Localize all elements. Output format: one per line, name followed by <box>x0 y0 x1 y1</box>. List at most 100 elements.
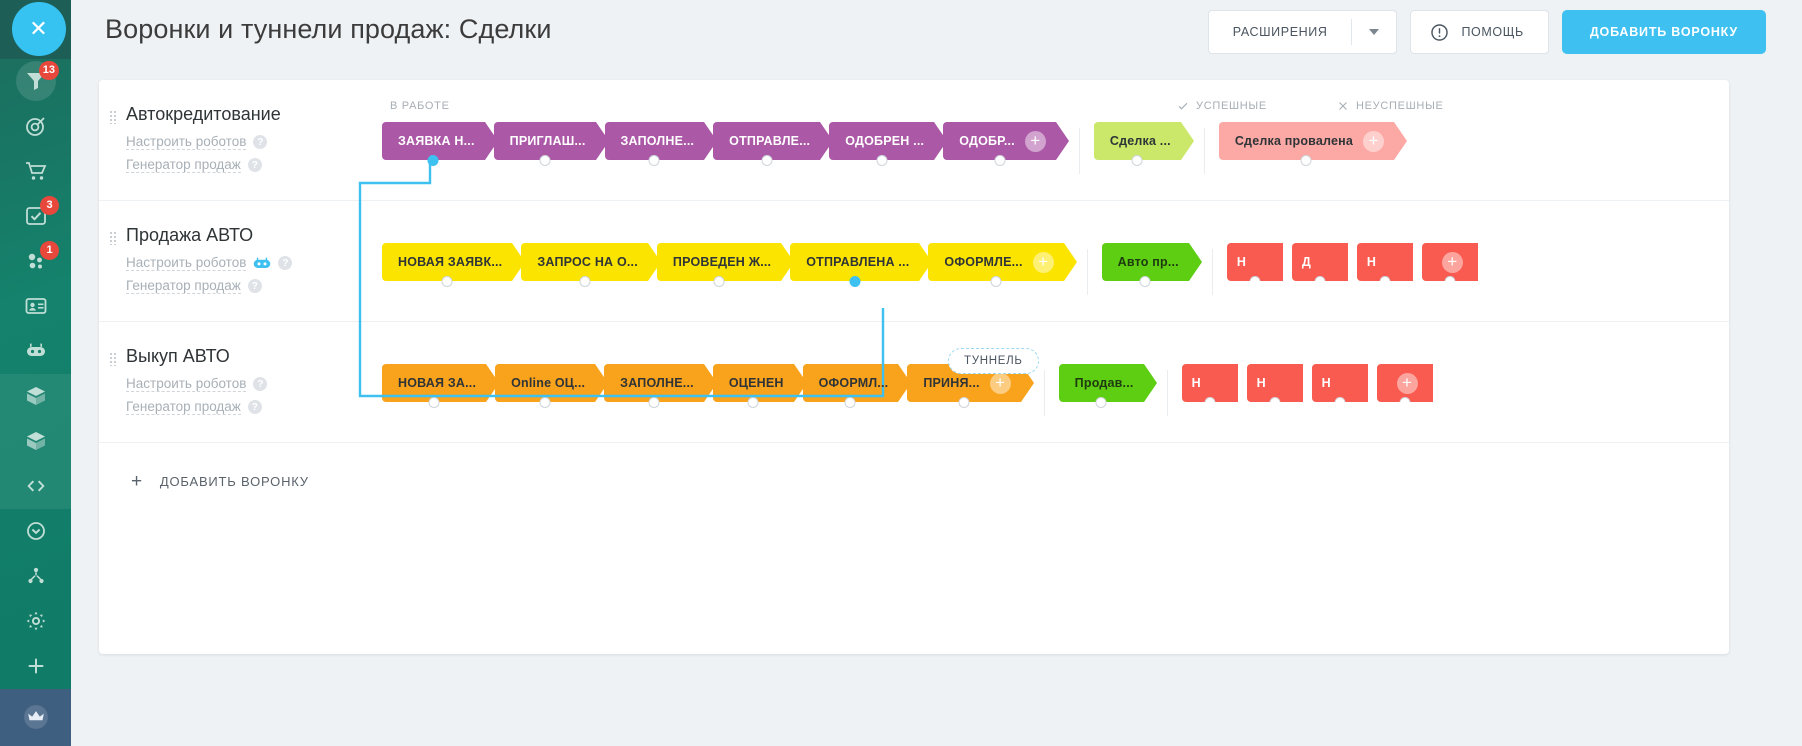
help-hint-icon[interactable]: ? <box>278 256 293 270</box>
stage-knob[interactable] <box>579 276 591 287</box>
configure-robots-link[interactable]: Настроить роботов? <box>126 134 268 151</box>
stage-knob[interactable] <box>849 276 861 287</box>
help-hint-icon[interactable]: ? <box>247 158 262 172</box>
stage-knob[interactable] <box>1334 397 1346 402</box>
add-stage-button[interactable]: + <box>1032 251 1054 273</box>
rail-item-sitemap[interactable] <box>0 554 71 599</box>
stage-knob[interactable] <box>1314 276 1326 281</box>
stage-chip[interactable]: ОТПРАВЛЕ... <box>713 122 834 166</box>
close-icon[interactable]: ✕ <box>11 2 66 57</box>
add-stage-button[interactable]: + <box>1363 130 1385 152</box>
stage-knob[interactable] <box>428 397 440 408</box>
stage-chip[interactable]: ПРОВЕДЕН Ж... <box>656 243 795 287</box>
stage-chip[interactable]: ОТПРАВЛЕНА ... <box>790 243 933 287</box>
funnel-name[interactable]: Выкуп АВТО <box>126 346 230 366</box>
rail-bottom[interactable] <box>0 688 71 746</box>
stage-chip[interactable]: ОЦЕНЕН <box>712 364 807 408</box>
stage-knob[interactable] <box>761 155 773 166</box>
stage-chip[interactable]: ОДОБРЕН ... <box>829 122 948 166</box>
stage-chip[interactable]: ОФОРМЛ... <box>802 364 911 408</box>
stage-chip[interactable]: ЗАПОЛНЕ... <box>604 364 717 408</box>
tunnel-label[interactable]: ТУННЕЛЬ <box>948 348 1039 374</box>
stage-chip[interactable]: ЗАПРОС НА О... <box>521 243 661 287</box>
rail-item-box[interactable] <box>0 373 71 419</box>
stage-knob[interactable] <box>1204 397 1216 402</box>
add-stage-button[interactable]: + <box>1441 251 1463 273</box>
rail-item-funnel[interactable]: 13 <box>0 59 71 104</box>
add-funnel-link[interactable]: + ДОБАВИТЬ ВОРОНКУ <box>99 472 309 491</box>
stage-knob[interactable] <box>1399 397 1411 402</box>
add-stage-button[interactable]: + <box>989 372 1011 394</box>
stage-knob[interactable] <box>1444 276 1456 281</box>
help-hint-icon[interactable]: ? <box>247 279 262 293</box>
help-hint-icon[interactable]: ? <box>253 135 268 149</box>
configure-robots-link[interactable]: Настроить роботов? <box>126 376 268 393</box>
success-stage-chip[interactable]: Авто пр... <box>1101 243 1203 287</box>
fail-stage-chip[interactable]: + <box>1421 243 1478 281</box>
stage-knob[interactable] <box>539 155 551 166</box>
rail-item-contacts-group[interactable]: 1 <box>0 239 71 284</box>
rail-item-box[interactable] <box>0 418 71 464</box>
rail-item-target[interactable] <box>0 104 71 149</box>
stage-knob[interactable] <box>427 155 439 166</box>
stage-knob[interactable] <box>1095 397 1107 408</box>
stage-knob[interactable] <box>1131 155 1143 166</box>
rail-item-gear[interactable] <box>0 599 71 644</box>
stage-knob[interactable] <box>1379 276 1391 281</box>
fail-stage-chip[interactable]: Н <box>1356 243 1413 281</box>
funnel-name[interactable]: Продажа АВТО <box>126 225 254 245</box>
stage-knob[interactable] <box>648 155 660 166</box>
rail-item-id-card[interactable] <box>0 284 71 329</box>
stage-chip[interactable]: НОВАЯ ЗА... <box>382 364 500 408</box>
rail-item-tasks-check[interactable]: 3 <box>0 194 71 239</box>
drag-handle-icon[interactable] <box>109 110 116 124</box>
stage-chip[interactable]: ЗАПОЛНЕ... <box>604 122 717 166</box>
stage-knob[interactable] <box>994 155 1006 166</box>
stage-knob[interactable] <box>876 155 888 166</box>
stage-knob[interactable] <box>1249 276 1261 281</box>
stage-knob[interactable] <box>990 276 1002 287</box>
stage-knob[interactable] <box>539 397 551 408</box>
stage-knob[interactable] <box>747 397 759 408</box>
stage-chip[interactable]: Online ОЦ... <box>495 364 609 408</box>
stage-knob[interactable] <box>713 276 725 287</box>
rail-item-chevron-down-circle[interactable] <box>0 509 71 554</box>
configure-robots-link[interactable]: Настроить роботов? <box>126 255 293 272</box>
rail-item-robot[interactable] <box>0 329 71 374</box>
stage-chip[interactable]: ЗАЯВКА Н... <box>382 122 498 166</box>
fail-stage-chip[interactable]: + <box>1376 364 1433 402</box>
success-stage-chip[interactable]: Сделка ... <box>1093 122 1194 166</box>
funnel-name[interactable]: Автокредитование <box>126 104 281 124</box>
add-stage-button[interactable]: + <box>1024 130 1046 152</box>
drag-handle-icon[interactable] <box>109 231 116 245</box>
fail-stage-chip[interactable]: Сделка провалена+ <box>1218 122 1408 166</box>
stage-knob[interactable] <box>958 397 970 408</box>
sales-generator-link[interactable]: Генератор продаж? <box>126 278 262 295</box>
fail-stage-chip[interactable]: Н <box>1181 364 1238 402</box>
stage-knob[interactable] <box>1139 276 1151 287</box>
stage-chip[interactable]: ПРИГЛАШ... <box>493 122 609 166</box>
extensions-dropdown-toggle[interactable] <box>1352 11 1396 53</box>
sales-generator-link[interactable]: Генератор продаж? <box>126 157 262 174</box>
fail-stage-chip[interactable]: Н <box>1246 364 1303 402</box>
rail-item-cart[interactable] <box>0 149 71 194</box>
stage-chip[interactable]: НОВАЯ ЗАЯВК... <box>382 243 526 287</box>
success-stage-chip[interactable]: Продав... <box>1058 364 1157 408</box>
stage-chip[interactable]: ОФОРМЛЕ...+ <box>928 243 1077 287</box>
stage-knob[interactable] <box>441 276 453 287</box>
stage-knob[interactable] <box>1300 155 1312 166</box>
stage-chip[interactable]: ОДОБР...+ <box>943 122 1069 166</box>
stage-knob[interactable] <box>844 397 856 408</box>
stage-knob[interactable] <box>1269 397 1281 402</box>
help-button[interactable]: ПОМОЩЬ <box>1410 10 1549 54</box>
fail-stage-chip[interactable]: Н <box>1226 243 1283 281</box>
rail-item-code[interactable] <box>0 463 71 509</box>
add-stage-button[interactable]: + <box>1396 372 1418 394</box>
stage-knob[interactable] <box>648 397 660 408</box>
fail-stage-chip[interactable]: Д <box>1291 243 1348 281</box>
extensions-button[interactable]: РАСШИРЕНИЯ <box>1207 10 1398 54</box>
help-hint-icon[interactable]: ? <box>253 377 268 391</box>
fail-stage-chip[interactable]: Н <box>1311 364 1368 402</box>
add-funnel-button[interactable]: ДОБАВИТЬ ВОРОНКУ <box>1561 10 1766 54</box>
rail-item-plus[interactable] <box>0 644 71 689</box>
